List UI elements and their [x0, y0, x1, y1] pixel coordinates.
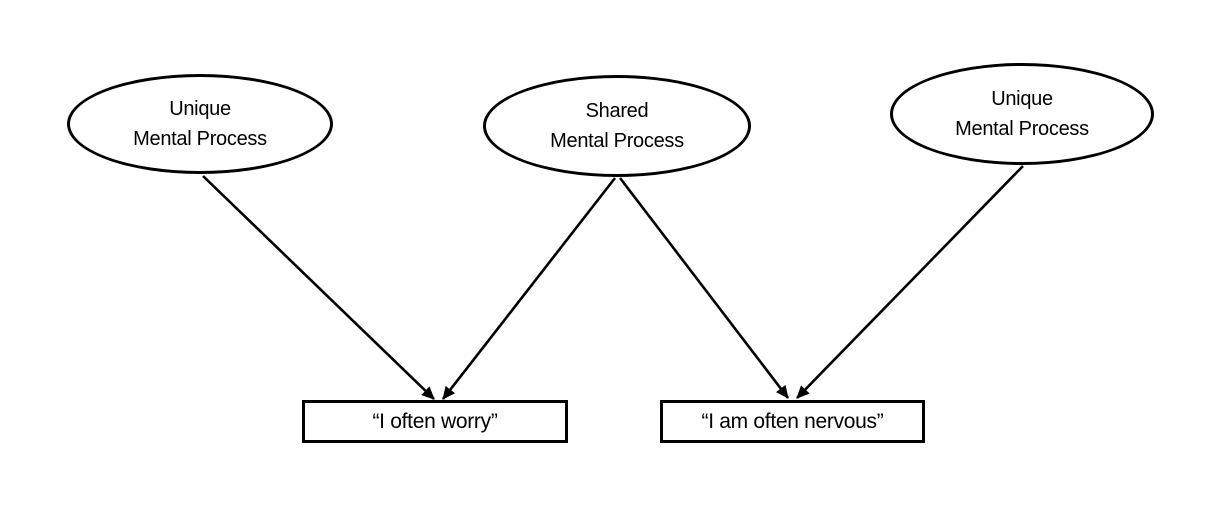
node-label: “I am often nervous”: [701, 409, 884, 433]
node-label-line1: Shared: [585, 100, 649, 122]
ellipse-unique-mental-process-right: Unique Mental Process: [890, 63, 1154, 165]
node-label: “I often worry”: [372, 409, 498, 433]
node-label-line2: Mental Process: [133, 128, 267, 150]
box-i-am-often-nervous: “I am often nervous”: [660, 400, 925, 443]
arrow-unique_right-to-nervous: [796, 165, 1024, 399]
ellipse-unique-mental-process-left: Unique Mental Process: [67, 74, 333, 174]
arrow-shared-to-worry: [441, 177, 617, 400]
box-i-often-worry: “I often worry”: [302, 400, 568, 443]
node-label-line2: Mental Process: [955, 118, 1089, 140]
arrow-unique_left-to-worry: [202, 175, 435, 400]
arrow-shared-to-nervous: [618, 177, 790, 399]
node-label-line1: Unique: [169, 98, 231, 120]
ellipse-shared-mental-process: Shared Mental Process: [483, 75, 751, 177]
node-label-line1: Unique: [991, 88, 1053, 110]
node-label-line2: Mental Process: [550, 130, 684, 152]
